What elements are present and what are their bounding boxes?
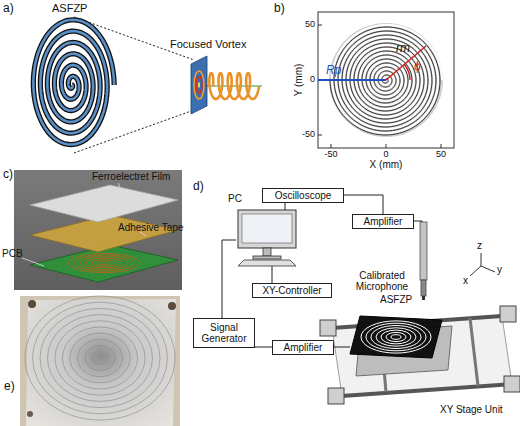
spiral-plate bbox=[33, 20, 114, 145]
computer-monitor-shape bbox=[236, 210, 298, 266]
axis-title: X (mm) bbox=[370, 159, 403, 170]
axis-triad bbox=[470, 253, 495, 276]
panel-letter: d) bbox=[193, 180, 204, 193]
part-label: Ferroelectret Film bbox=[92, 171, 170, 182]
panel-letter: c) bbox=[3, 168, 13, 181]
node-label: ASFZP bbox=[380, 294, 412, 305]
tick-label: -50 bbox=[324, 150, 337, 160]
part-label: Focused Vortex bbox=[170, 38, 246, 50]
zone-plate-plot bbox=[318, 12, 454, 148]
node-label: PC bbox=[228, 193, 242, 204]
node-label: XY-Controller bbox=[262, 285, 321, 296]
symbol-label: ϕ bbox=[414, 60, 421, 73]
photo-of-device bbox=[20, 296, 180, 426]
tick-label: 50 bbox=[436, 150, 446, 160]
instrument-box: Signal Generator bbox=[193, 318, 255, 348]
signal-wire bbox=[255, 347, 272, 348]
node-label: Signal Generator bbox=[194, 322, 254, 344]
spiral-zone bbox=[332, 25, 442, 133]
part-label: PCB bbox=[2, 248, 23, 259]
photo-ring bbox=[55, 321, 145, 395]
symbol-label: rm bbox=[396, 42, 410, 55]
vortex-helix bbox=[209, 73, 259, 99]
tick-label: 50 bbox=[305, 20, 315, 30]
photo-ring bbox=[33, 302, 168, 414]
xy-stage: XY Stage Unit ASFZP bbox=[320, 300, 520, 426]
instrument-box: XY-Controller bbox=[252, 283, 332, 298]
photo-ring bbox=[25, 296, 175, 420]
photo-ring bbox=[40, 308, 160, 407]
panel-letter: b) bbox=[274, 2, 285, 15]
pcb-electrode bbox=[92, 260, 116, 266]
symbol-label: Rp bbox=[326, 64, 341, 77]
node-label: Amplifier bbox=[364, 216, 403, 227]
photo-ring bbox=[93, 352, 108, 364]
part-label: Adhesive Tape bbox=[118, 222, 183, 233]
node-label: Calibrated Microphone bbox=[352, 270, 412, 292]
vortex-illustration bbox=[33, 17, 262, 153]
photo-ring bbox=[70, 333, 130, 383]
tick-label: 0 bbox=[383, 150, 388, 160]
signal-wire bbox=[285, 203, 286, 210]
signal-wire bbox=[414, 221, 422, 222]
zone-plate-shape bbox=[350, 316, 442, 358]
microphone-symbol: Calibrated Microphone bbox=[414, 222, 432, 300]
tick-label: 0 bbox=[310, 75, 315, 85]
axis-letter: z bbox=[477, 240, 482, 251]
tick-label: -50 bbox=[302, 130, 315, 140]
photo-ring bbox=[48, 315, 153, 402]
pcb-electrode bbox=[86, 258, 122, 268]
photo-ring bbox=[63, 327, 138, 389]
signal-wire bbox=[334, 347, 350, 348]
signal-wire bbox=[272, 266, 273, 283]
node-label: Oscilloscope bbox=[275, 190, 332, 201]
axis-title: Y (mm) bbox=[293, 64, 304, 97]
pcb-electrode bbox=[68, 253, 140, 272]
panel-letter: a) bbox=[3, 2, 14, 15]
spiral-plate bbox=[33, 20, 114, 145]
axis-letter: y bbox=[497, 264, 502, 275]
signal-wire bbox=[344, 195, 383, 214]
node-label: Amplifier bbox=[284, 342, 323, 353]
instrument-box: Amplifier bbox=[352, 214, 414, 229]
computer-monitor: PC bbox=[236, 210, 298, 266]
pcb-electrode bbox=[80, 257, 128, 270]
panel-letter: e) bbox=[4, 380, 15, 393]
axis-letter: x bbox=[463, 275, 468, 286]
microphone-symbol-shape bbox=[414, 222, 432, 300]
part-label: ASFZP bbox=[52, 2, 87, 14]
node-label: XY Stage Unit bbox=[440, 404, 503, 415]
photo-ring bbox=[78, 339, 123, 376]
instrument-box: Amplifier bbox=[272, 340, 334, 355]
spiral-zone bbox=[330, 27, 440, 135]
signal-wire bbox=[222, 240, 236, 318]
photo-ring bbox=[85, 346, 115, 371]
pcb-electrode bbox=[74, 255, 134, 271]
pcb-electrode bbox=[98, 261, 110, 264]
instrument-box: Oscilloscope bbox=[262, 188, 344, 203]
zone-plate: ASFZP bbox=[350, 316, 442, 358]
